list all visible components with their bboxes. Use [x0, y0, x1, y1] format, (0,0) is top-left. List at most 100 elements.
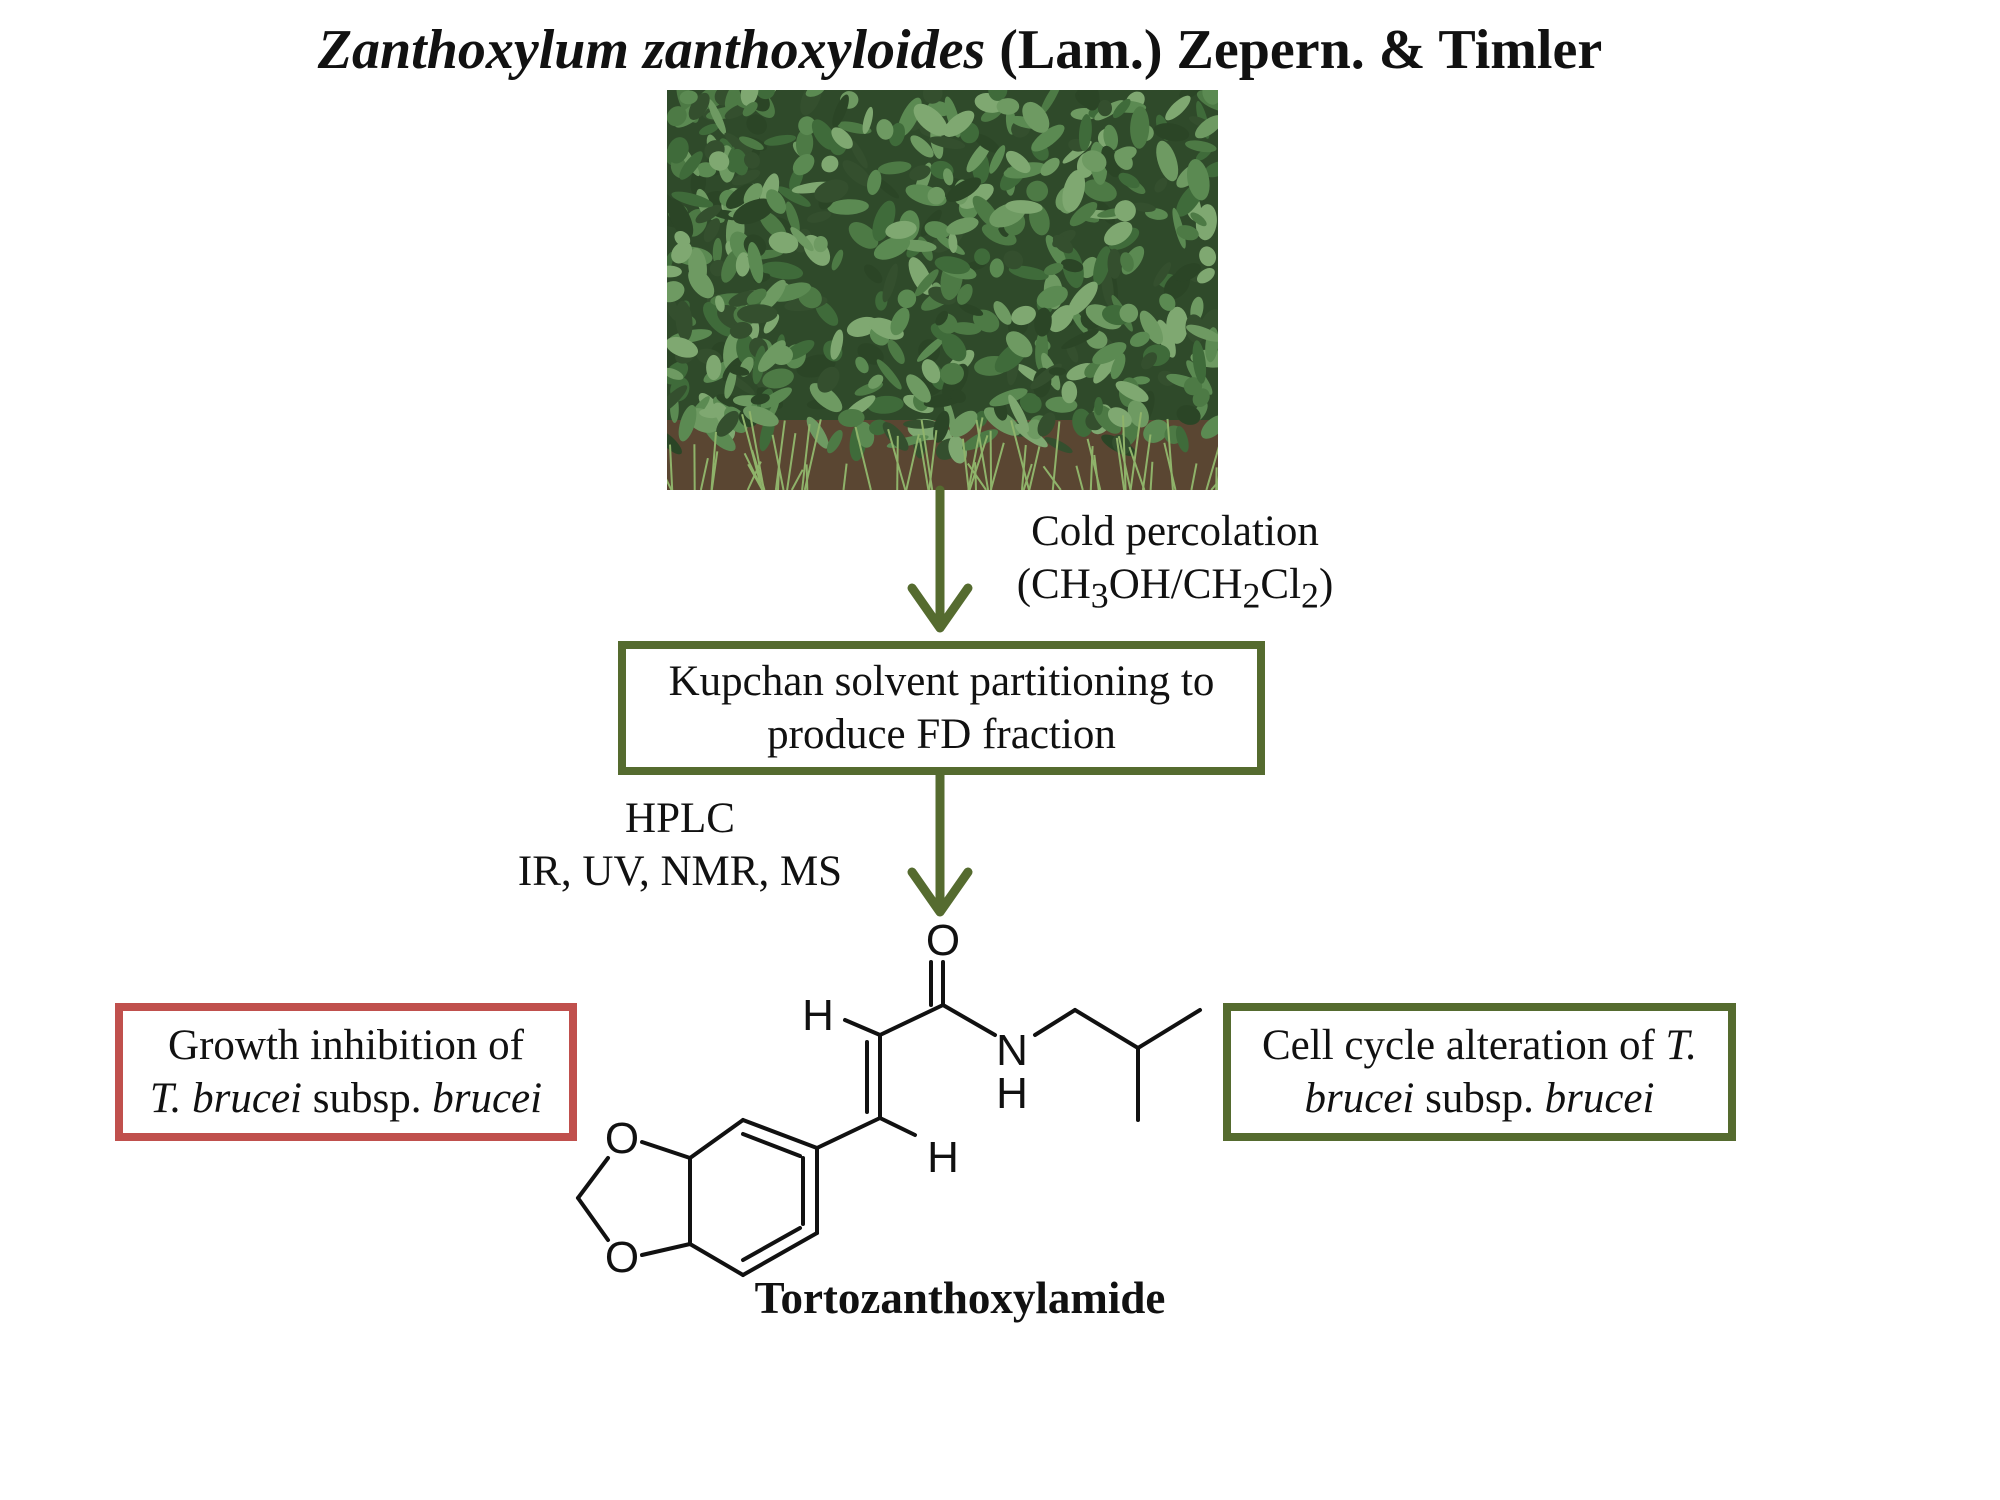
leaf-shape — [695, 204, 722, 224]
leaf-shape — [1130, 106, 1150, 149]
grass-blade — [975, 419, 990, 490]
leaf-shape — [667, 430, 682, 455]
grass-blade — [771, 434, 785, 490]
grass-blade — [974, 462, 977, 490]
leaf-shape — [1048, 367, 1066, 376]
grass-blade — [1022, 463, 1033, 490]
atom-h-alkene-bottom: H — [927, 1133, 959, 1182]
leaf-shape — [688, 268, 715, 299]
arrow-percolation — [907, 485, 973, 633]
leaf-shape — [1005, 331, 1033, 358]
leaf-shape — [1174, 263, 1201, 282]
leaf-shape — [667, 251, 674, 279]
leaf-shape — [940, 362, 964, 385]
leaf-shape — [699, 408, 721, 419]
leaf-shape — [716, 410, 740, 437]
grass-blade — [751, 449, 766, 490]
solvent-part: ) — [1318, 561, 1334, 608]
leaf-shape — [988, 90, 1008, 101]
organism-genus: T. — [1665, 1022, 1698, 1069]
leaf-shape — [777, 186, 811, 207]
atom-o-carbonyl: O — [926, 916, 960, 965]
grass-blade — [1075, 465, 1084, 490]
leaf-shape — [993, 301, 1012, 325]
grass-blade — [887, 428, 907, 490]
leaf-shape — [950, 389, 966, 403]
growth-inhibition-box: Growth inhibition of T. brucei subsp. br… — [115, 1003, 577, 1141]
leaf-shape — [740, 90, 759, 106]
organism-name: T. brucei — [149, 1075, 302, 1122]
leaf-shape — [731, 169, 761, 186]
atom-n: N — [996, 1026, 1028, 1075]
leaf-shape — [1092, 342, 1127, 365]
leaf-shape — [838, 408, 865, 428]
leaf-shape — [831, 127, 853, 149]
leaf-shape — [1185, 140, 1217, 153]
grass-blade — [1190, 463, 1198, 490]
solvent-part: (CH — [1016, 561, 1091, 608]
grass-blade — [747, 463, 764, 490]
leaf-shape — [1110, 353, 1126, 380]
percolation-method: Cold percolation — [1031, 508, 1319, 555]
leaf-shape — [675, 300, 693, 342]
leaf-shape — [707, 98, 727, 135]
grass-blade — [1021, 444, 1027, 490]
leaf-shape — [1078, 114, 1092, 152]
grass-blade — [786, 433, 797, 490]
leaf-shape — [1202, 90, 1218, 105]
leaf-shape — [678, 405, 697, 442]
leaf-shape — [671, 241, 693, 264]
grass-blade — [854, 426, 872, 490]
cell-line-2: brucei subsp. brucei — [1231, 1072, 1728, 1125]
leaf-shape — [949, 410, 978, 438]
cell-cycle-box: Cell cycle alteration of T. brucei subsp… — [1223, 1003, 1736, 1141]
grass-blade — [1042, 465, 1062, 490]
leaf-shape — [699, 123, 719, 136]
leaf-shape — [924, 221, 951, 239]
leaf-shape — [849, 139, 868, 169]
leaf-shape — [827, 199, 869, 215]
leaf-shape — [715, 295, 725, 313]
organism-rank: subsp. — [302, 1075, 433, 1122]
leaf-shape — [805, 90, 825, 97]
leaf-shape — [927, 186, 946, 205]
solvent-subscript: 3 — [1090, 575, 1109, 616]
leaf-shape — [826, 429, 843, 454]
leaf-shape — [832, 94, 849, 128]
leaf-shape — [706, 354, 722, 381]
leaf-shape — [809, 383, 843, 413]
leaf-shape — [950, 322, 982, 335]
leaf-shape — [747, 241, 764, 284]
plant-photo-drawing — [667, 90, 1218, 490]
leaf-shape — [667, 106, 687, 127]
grass-blade — [842, 463, 848, 490]
leaf-shape — [1022, 101, 1050, 133]
diagram-title: Zanthoxylum zanthoxyloides (Lam.) Zepern… — [0, 18, 1920, 82]
leaf-shape — [679, 90, 698, 105]
leaf-shape — [724, 132, 754, 158]
leaf-shape — [770, 345, 793, 366]
leaf-shape — [1196, 267, 1215, 284]
leaf-shape — [934, 256, 971, 275]
leaf-shape — [1008, 265, 1049, 281]
leaf-shape — [959, 303, 984, 316]
species-name: Zanthoxylum zanthoxyloides — [317, 19, 986, 81]
leaf-shape — [1039, 90, 1062, 116]
leaf-shape — [785, 201, 800, 234]
leaf-shape — [750, 393, 770, 405]
leaf-shape — [721, 249, 740, 283]
leaf-shape — [1176, 225, 1199, 241]
leaf-shape — [910, 135, 934, 158]
leaf-shape — [727, 365, 750, 376]
leaf-shape — [1183, 377, 1203, 396]
leaf-shape — [848, 222, 879, 249]
leaf-shape — [708, 151, 730, 171]
leaf-shape — [831, 249, 844, 271]
grass-blade — [989, 430, 993, 490]
leaf-shape — [798, 116, 816, 136]
grass-blade — [1128, 446, 1146, 490]
leaf-shape — [667, 198, 694, 239]
leaf-shape — [766, 189, 787, 214]
leaf-shape — [906, 374, 931, 403]
